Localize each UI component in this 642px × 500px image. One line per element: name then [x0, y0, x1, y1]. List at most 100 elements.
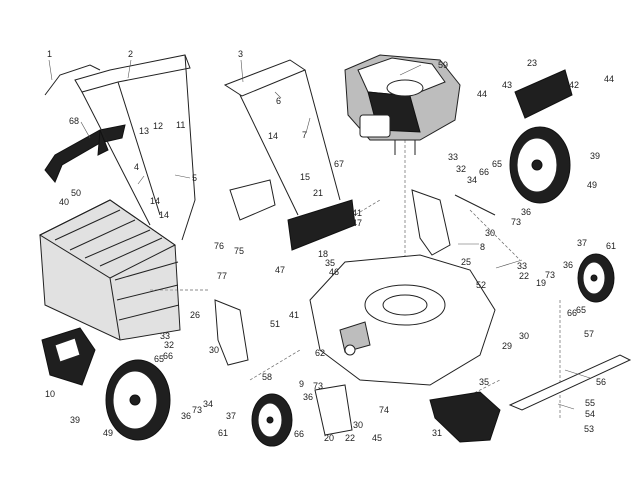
height-adjuster-front-right [411, 189, 496, 256]
rear-door [514, 69, 573, 119]
callout-54: 54 [585, 409, 595, 419]
callout-77: 77 [217, 271, 227, 281]
callout-45: 45 [372, 433, 382, 443]
callout-41b: 41 [289, 310, 299, 320]
callout-75: 75 [234, 246, 244, 256]
starter-rope-guide [44, 64, 101, 96]
callout-32a: 32 [456, 164, 466, 174]
callout-66a: 66 [479, 167, 489, 177]
callout-39b: 39 [70, 415, 80, 425]
callout-40: 40 [59, 197, 69, 207]
callout-1: 1 [47, 49, 52, 59]
callout-23: 23 [527, 58, 537, 68]
callout-12: 12 [153, 121, 163, 131]
callout-30a: 30 [485, 228, 495, 238]
callout-65b: 65 [576, 305, 586, 315]
callout-73a: 73 [511, 217, 521, 227]
side-discharge-plug [41, 327, 96, 386]
height-adjuster-front-left [314, 384, 353, 436]
callout-22a: 22 [519, 271, 529, 281]
callout-37b: 37 [226, 411, 236, 421]
callout-68: 68 [69, 116, 79, 126]
callout-22b: 22 [345, 433, 355, 443]
callout-67: 67 [334, 159, 344, 169]
callout-44b: 44 [604, 74, 614, 84]
callout-18: 18 [318, 249, 328, 259]
callout-35b: 35 [479, 377, 489, 387]
callout-31: 31 [432, 428, 442, 438]
callout-46: 46 [329, 267, 339, 277]
callout-39a: 39 [590, 151, 600, 161]
rear-wheel-right [509, 126, 571, 204]
callout-14a: 14 [268, 131, 278, 141]
callout-5: 5 [192, 173, 197, 183]
callout-43: 43 [502, 80, 512, 90]
mower-blade [508, 354, 632, 411]
callout-35a: 35 [325, 258, 335, 268]
callout-15: 15 [300, 172, 310, 182]
callout-13: 13 [139, 126, 149, 136]
front-wheel-left [251, 393, 293, 447]
mower-deck [309, 254, 496, 386]
callout-47b: 47 [275, 265, 285, 275]
callout-9: 9 [299, 379, 304, 389]
callout-labels: 1 2 3 4 5 6 7 8 9 10 11 12 13 14 14 14 1… [45, 49, 616, 443]
callout-29: 29 [502, 341, 512, 351]
side-chute [429, 391, 501, 443]
callout-11: 11 [176, 120, 185, 130]
callout-20: 20 [324, 433, 334, 443]
cable-guide-bracket [287, 199, 356, 251]
callout-61a: 61 [606, 241, 616, 251]
callout-66d: 66 [294, 429, 304, 439]
callout-49b: 49 [103, 428, 113, 438]
callout-73d: 73 [313, 381, 323, 391]
callout-19: 19 [536, 278, 546, 288]
callout-57: 57 [584, 329, 594, 339]
callout-3: 3 [238, 49, 243, 59]
callout-6: 6 [276, 96, 281, 106]
callout-61b: 61 [218, 428, 228, 438]
callout-73b: 73 [545, 270, 555, 280]
callout-59: 59 [438, 60, 448, 70]
callout-49a: 49 [587, 180, 597, 190]
callout-36d: 36 [303, 392, 313, 402]
callout-25: 25 [461, 257, 471, 267]
callout-33b: 33 [517, 261, 527, 271]
callout-2: 2 [128, 49, 133, 59]
callout-50: 50 [71, 188, 81, 198]
callout-34a: 34 [467, 175, 477, 185]
callout-34b: 34 [203, 399, 213, 409]
callout-55: 55 [585, 398, 595, 408]
callout-4: 4 [134, 162, 139, 172]
callout-53: 53 [584, 424, 594, 434]
callout-14b: 14 [150, 196, 160, 206]
front-wheel-right [577, 253, 615, 303]
lower-handle [223, 59, 341, 221]
callout-33a: 33 [448, 152, 458, 162]
assembly-guide-lines [150, 140, 561, 420]
engine [344, 54, 461, 155]
callout-58: 58 [262, 372, 272, 382]
callout-73c: 73 [192, 405, 202, 415]
grass-catcher-bag [38, 199, 181, 341]
callout-10: 10 [45, 389, 55, 399]
callout-21: 21 [313, 188, 323, 198]
callout-52: 52 [476, 280, 486, 290]
callout-41a: 41 [352, 208, 362, 218]
callout-66c: 66 [163, 351, 173, 361]
callout-30c: 30 [209, 345, 219, 355]
callout-36a: 36 [521, 207, 531, 217]
callout-37a: 37 [577, 238, 587, 248]
callout-65c: 65 [154, 354, 164, 364]
callout-36b: 36 [563, 260, 573, 270]
callout-42: 42 [569, 80, 579, 90]
callout-8: 8 [480, 242, 485, 252]
callout-26: 26 [190, 310, 200, 320]
callout-36c: 36 [181, 411, 191, 421]
bag-handle [44, 124, 126, 183]
upper-handle [74, 54, 196, 241]
callout-14c: 14 [159, 210, 169, 220]
leader-lines [48, 59, 591, 410]
callout-33c: 33 [160, 331, 170, 341]
